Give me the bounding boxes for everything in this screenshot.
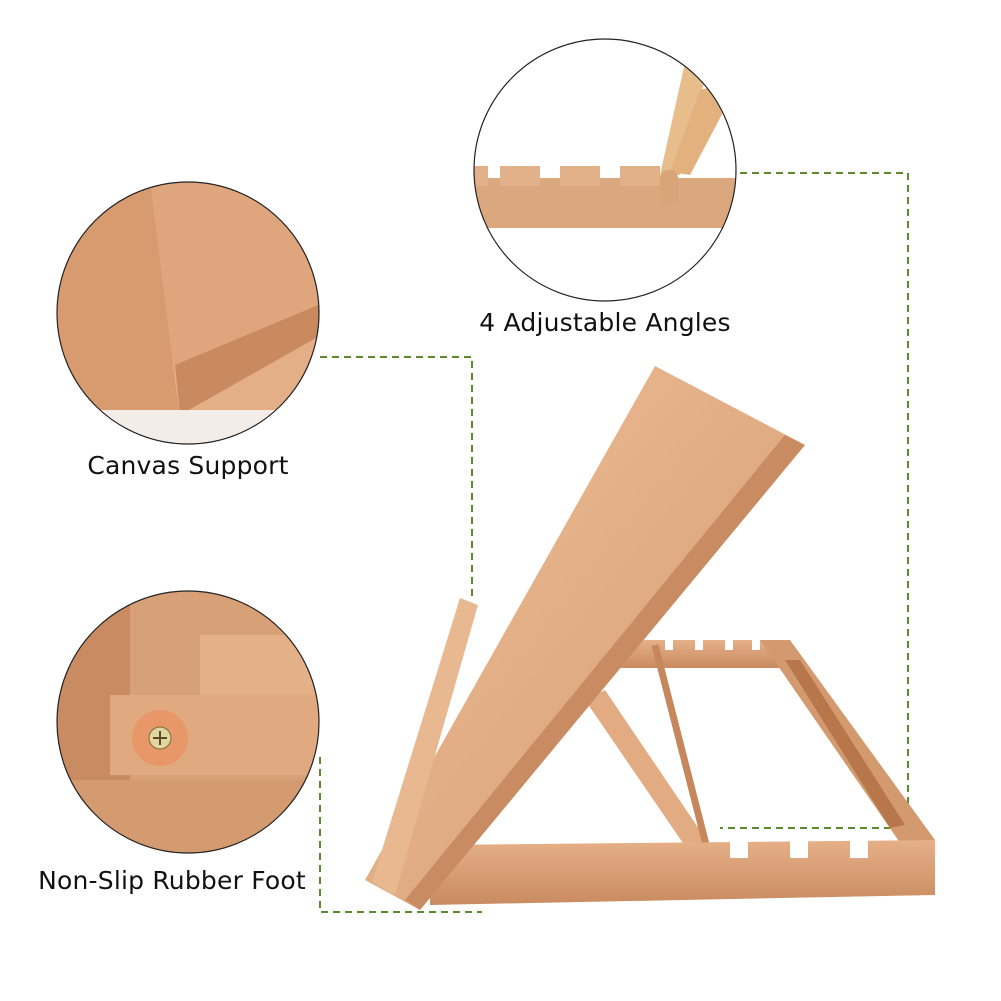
label-rubber-foot: Non-Slip Rubber Foot	[38, 866, 306, 895]
zoom-circle-canvas-support	[56, 181, 320, 445]
zoom-circle-rubber-foot	[56, 590, 320, 854]
dashed-callout-line	[319, 172, 909, 913]
label-adjustable-angles: 4 Adjustable Angles	[479, 308, 731, 337]
label-canvas-support: Canvas Support	[87, 451, 289, 480]
easel-photo	[365, 366, 935, 910]
zoom-circle-angles	[473, 38, 737, 302]
